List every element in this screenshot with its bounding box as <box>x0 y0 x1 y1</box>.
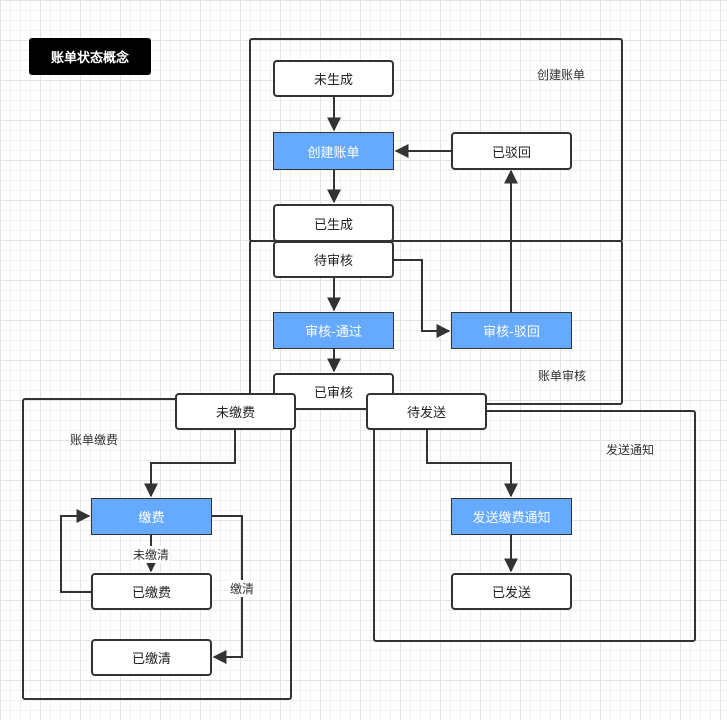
group-create-bill-label: 创建账单 <box>537 68 586 82</box>
node-review-pass: 审核-通过 <box>273 312 394 349</box>
node-create-bill: 创建账单 <box>273 132 394 170</box>
node-pay: 缴费 <box>91 498 212 535</box>
node-rejected: 已驳回 <box>451 132 572 170</box>
node-sent: 已发送 <box>451 573 572 610</box>
group-bill-review-label: 账单审核 <box>538 369 587 383</box>
group-send-notice-label: 发送通知 <box>606 443 655 457</box>
edge-label-cleared: 缴清 <box>229 580 256 597</box>
node-pending-send: 待发送 <box>366 393 487 430</box>
edge-pending-to-reject <box>394 259 451 338</box>
node-paid-off: 已缴清 <box>91 639 212 676</box>
node-send-notice: 发送缴费通知 <box>451 498 572 535</box>
node-paid: 已缴费 <box>91 573 212 610</box>
node-review-reject: 审核-驳回 <box>451 312 572 349</box>
node-generated: 已生成 <box>273 204 394 242</box>
group-bill-payment <box>22 398 292 700</box>
node-not-generated: 未生成 <box>273 60 394 97</box>
group-bill-payment-label: 账单缴费 <box>70 433 119 447</box>
diagram-title: 账单状态概念 <box>29 38 151 75</box>
group-send-notice <box>373 410 696 642</box>
edge-label-not-cleared: 未缴清 <box>132 546 171 563</box>
edge-unpaid-to-pay <box>144 430 236 498</box>
node-pending-review: 待审核 <box>273 241 394 278</box>
edge-paid-to-pay <box>60 509 91 593</box>
edge-pending-send-to-notice <box>426 430 518 498</box>
node-unpaid: 未缴费 <box>175 393 296 430</box>
